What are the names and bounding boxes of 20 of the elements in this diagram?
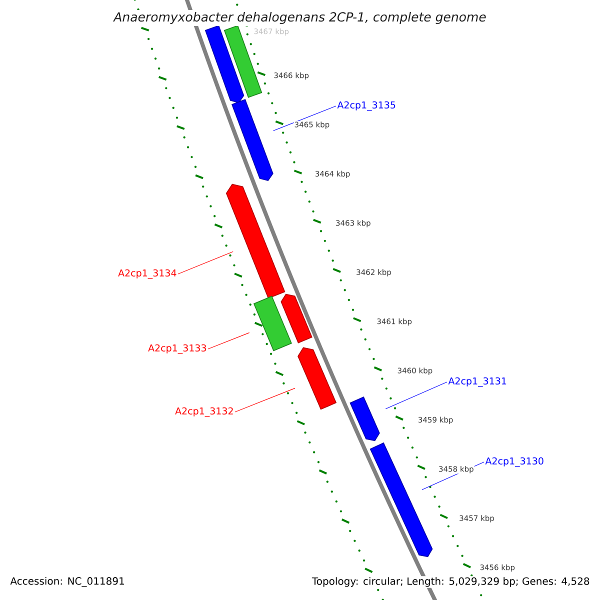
leader-line (234, 388, 296, 412)
gene-label: A2cp1_3130 (485, 457, 544, 467)
leader-line (273, 106, 336, 132)
gene-label: A2cp1_3135 (337, 101, 396, 111)
gene-block (350, 396, 380, 442)
gene-label: A2cp1_3132 (175, 407, 233, 417)
genome-info-text: Topology: circular; Length: 5,029,329 bp; Genes: 4,528 (310, 576, 591, 588)
gene-block (226, 184, 286, 299)
gene-label: A2cp1_3134 (118, 269, 176, 279)
gene-block (370, 442, 433, 558)
gene-block (280, 294, 312, 344)
gene-block (253, 296, 292, 352)
leader-line (208, 332, 250, 350)
accession-text: Accession: NC_011891 (9, 576, 126, 588)
title: Anaeromyxobacter dehalogenans 2CP-1, complete genome (112, 10, 488, 26)
leader-line (385, 382, 448, 410)
gene-block (298, 347, 337, 410)
gene-label: A2cp1_3131 (448, 377, 506, 387)
leader-line (178, 251, 234, 274)
gene-label: A2cp1_3133 (148, 344, 206, 354)
